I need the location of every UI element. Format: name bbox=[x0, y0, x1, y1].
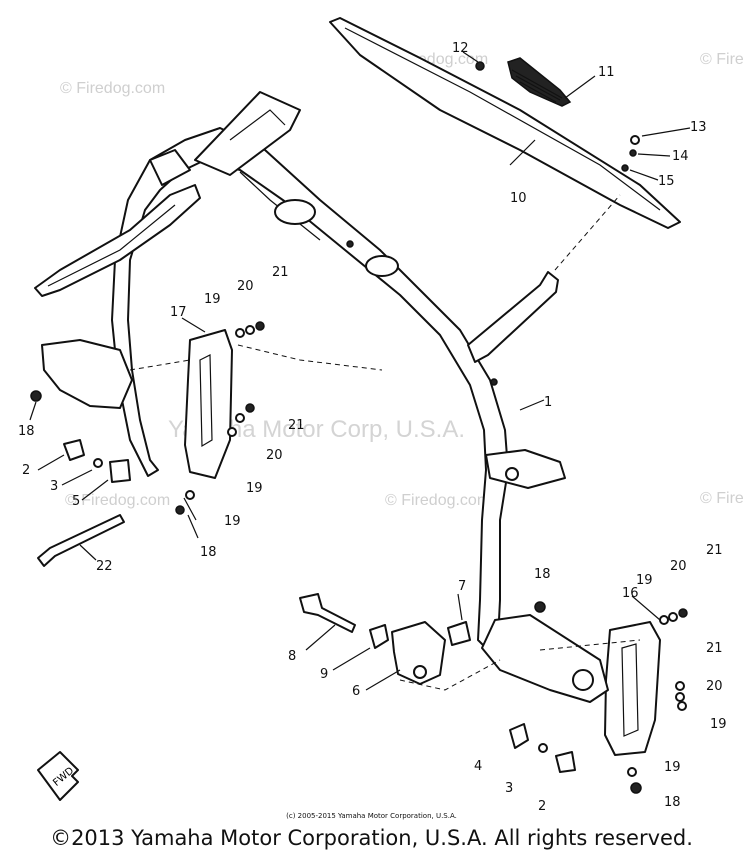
callout-17: 17 bbox=[170, 305, 187, 320]
callout-16: 16 bbox=[622, 586, 639, 601]
callout-14: 14 bbox=[672, 149, 689, 164]
reference-line bbox=[129, 359, 191, 371]
windshield-stay bbox=[467, 194, 621, 363]
callout-9: 9 bbox=[320, 667, 328, 682]
callout-18: 18 bbox=[664, 795, 681, 810]
callout-4: 4 bbox=[474, 759, 482, 774]
firedog-watermark: © Firedog.com bbox=[60, 80, 165, 97]
handlebar-frame bbox=[111, 127, 566, 651]
callout-18: 18 bbox=[534, 567, 551, 582]
firedog-watermark: © Firedog.com bbox=[700, 51, 743, 68]
callout-3: 3 bbox=[50, 479, 58, 494]
callout-7: 7 bbox=[458, 579, 466, 594]
callout-20: 20 bbox=[237, 279, 254, 294]
callout-19: 19 bbox=[710, 717, 727, 732]
callout-12: 12 bbox=[452, 41, 469, 56]
left-bracket-part bbox=[41, 329, 233, 479]
right-bracket-part bbox=[481, 614, 661, 756]
callout-19: 19 bbox=[246, 481, 263, 496]
left-hardware bbox=[30, 321, 265, 515]
callout-21: 21 bbox=[706, 543, 723, 558]
callout-15: 15 bbox=[658, 174, 675, 189]
callout-5: 5 bbox=[72, 494, 80, 509]
callout-2: 2 bbox=[538, 799, 546, 814]
callout-1: 1 bbox=[544, 395, 552, 410]
callout-21: 21 bbox=[288, 418, 305, 433]
callout-22: 22 bbox=[96, 559, 113, 574]
callout-10: 10 bbox=[510, 191, 527, 206]
small-copyright: (c) 2005-2015 Yamaha Motor Corporation, … bbox=[286, 812, 457, 820]
reference-line bbox=[399, 659, 501, 691]
left-upper-strap bbox=[34, 149, 201, 297]
bolt-part bbox=[299, 593, 356, 633]
callout-20: 20 bbox=[670, 559, 687, 574]
callout-19: 19 bbox=[636, 573, 653, 588]
callout-19: 19 bbox=[204, 292, 221, 307]
callout-11: 11 bbox=[598, 65, 615, 80]
callout-19: 19 bbox=[664, 760, 681, 775]
callout-6: 6 bbox=[352, 684, 360, 699]
reference-line bbox=[539, 639, 641, 651]
firedog-watermark: © Firedog.com bbox=[385, 492, 490, 509]
callout-3: 3 bbox=[505, 781, 513, 796]
firedog-watermark: © Firedog.com bbox=[700, 490, 743, 507]
callout-13: 13 bbox=[690, 120, 707, 135]
copyright-notice: ©2013 Yamaha Motor Corporation, U.S.A. A… bbox=[50, 826, 693, 850]
cable-strap-part bbox=[37, 514, 125, 567]
callout-18: 18 bbox=[200, 545, 217, 560]
callout-21: 21 bbox=[706, 641, 723, 656]
firedog-watermark: © Firedog.com bbox=[65, 492, 170, 509]
right-hardware bbox=[475, 61, 688, 794]
callout-8: 8 bbox=[288, 649, 296, 664]
callout-19: 19 bbox=[224, 514, 241, 529]
callout-21: 21 bbox=[272, 265, 289, 280]
reference-line bbox=[237, 344, 383, 371]
washer-part bbox=[369, 624, 389, 649]
clamp-part bbox=[391, 621, 471, 685]
callout-18: 18 bbox=[18, 424, 35, 439]
forward-arrow: FWD bbox=[37, 751, 79, 801]
top-plate-holder bbox=[194, 91, 301, 176]
callout-20: 20 bbox=[706, 679, 723, 694]
callout-20: 20 bbox=[266, 448, 283, 463]
callout-2: 2 bbox=[22, 463, 30, 478]
windshield-part bbox=[329, 17, 681, 229]
leader-lines bbox=[29, 51, 691, 691]
